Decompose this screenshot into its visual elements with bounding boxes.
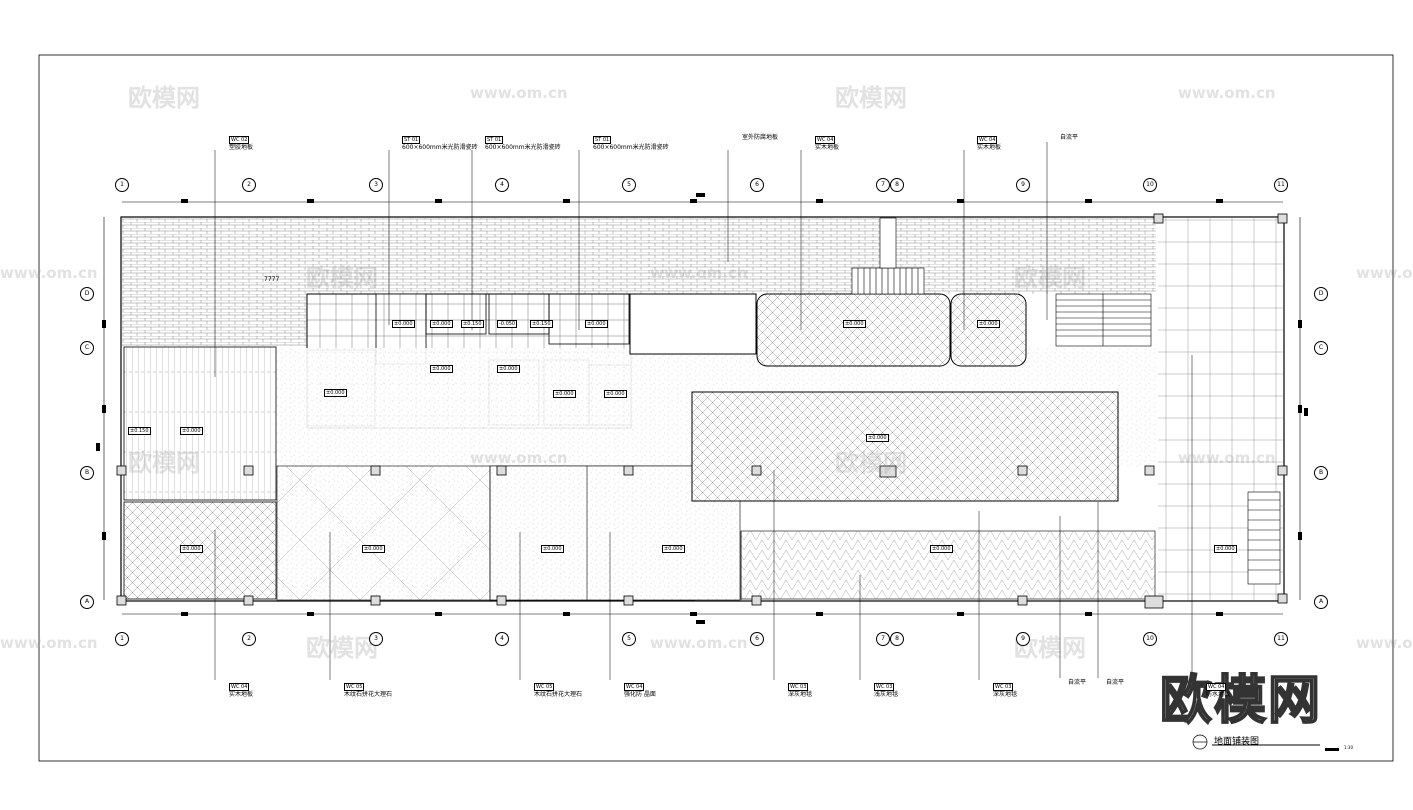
drawing-title: 地面铺装图	[1214, 737, 1260, 747]
material-tag: WC 04	[624, 683, 645, 691]
material-label: 实木地板	[229, 691, 254, 698]
axis-bubble-top: 11	[1274, 178, 1288, 192]
axis-bubble-bottom: 7	[876, 632, 890, 646]
material-label: 强化防 晶面	[624, 691, 656, 698]
elevation-mark: ±0.000	[541, 545, 564, 553]
material-label: 木纹石拼花大理石	[344, 691, 393, 698]
material-tag: WC 05	[344, 683, 365, 691]
logo-watermark: 欧模网	[1159, 670, 1323, 732]
axis-bubble-left: A	[80, 595, 94, 609]
elevation-mark: ±0.150	[461, 320, 484, 328]
material-tag: WC 02	[229, 136, 250, 144]
elevation-mark: ±0.000	[553, 390, 576, 398]
elevation-mark: ±0.000	[585, 320, 608, 328]
material-tag: WC 05	[534, 683, 555, 691]
axis-bubble-top: 2	[242, 178, 256, 192]
axis-bubble-right: A	[1314, 595, 1328, 609]
elevation-mark: ±0.000	[843, 320, 866, 328]
elevation-mark: ±0.000	[497, 365, 520, 373]
material-tag: ST 01	[485, 136, 504, 144]
axis-bubble-top: 9	[1016, 178, 1030, 192]
axis-bubble-right: D	[1314, 287, 1328, 301]
elevation-mark: ±0.000	[180, 427, 203, 435]
axis-bubble-top: 6	[750, 178, 764, 192]
elevation-mark: ±0.150	[530, 320, 553, 328]
deck-mark: 7777	[264, 276, 280, 283]
axis-bubble-top: 10	[1143, 178, 1157, 192]
axis-bubble-bottom: 4	[495, 632, 509, 646]
elevation-mark: ±0.000	[930, 545, 953, 553]
elevation-mark: ±0.000	[430, 320, 453, 328]
elevation-mark: ±0.000	[392, 320, 415, 328]
elevation-mark: ±0.000	[324, 389, 347, 397]
material-tag: WC 04	[815, 136, 836, 144]
material-tag: WC 03	[993, 683, 1014, 691]
material-tag: ST 01	[593, 136, 612, 144]
material-label: 塑胶地板	[229, 144, 254, 151]
material-label: 实木地板	[815, 144, 840, 151]
elevation-mark: ±0.000	[977, 320, 1000, 328]
axis-bubble-bottom: 9	[1016, 632, 1030, 646]
material-label: 600×600mm米光防滑瓷砖	[402, 144, 478, 151]
axis-bubble-top: 8	[890, 178, 904, 192]
axis-bubble-right: C	[1314, 341, 1328, 355]
material-label: 深灰地毯	[993, 691, 1018, 698]
axis-bubble-top: 1	[115, 178, 129, 192]
elevation-mark: -0.050	[497, 320, 518, 328]
axis-bubble-bottom: 11	[1274, 632, 1288, 646]
material-tag: WC 03	[788, 683, 809, 691]
elevation-mark: ±0.000	[866, 434, 889, 442]
elevation-mark: ±0.000	[1214, 545, 1237, 553]
elevation-mark: ±0.000	[662, 545, 685, 553]
axis-bubble-top: 3	[369, 178, 383, 192]
material-label: 实木地板	[977, 144, 1002, 151]
axis-bubble-bottom: 2	[242, 632, 256, 646]
material-label: 600×600mm米光防滑瓷砖	[485, 144, 561, 151]
material-label: 自流平	[1068, 679, 1087, 686]
material-tag: WC 04	[977, 136, 998, 144]
axis-bubble-bottom: 8	[890, 632, 904, 646]
axis-bubble-bottom: 6	[750, 632, 764, 646]
material-label: 600×600mm米光防滑瓷砖	[593, 144, 669, 151]
elevation-mark: ±0.000	[180, 545, 203, 553]
elevation-mark: ±0.000	[430, 365, 453, 373]
axis-bubble-left: B	[80, 466, 94, 480]
material-tag: WC 04	[1206, 683, 1227, 691]
material-label: 木纹石拼花大理石	[534, 691, 583, 698]
axis-bubble-bottom: 3	[369, 632, 383, 646]
material-label: 深灰地毯	[788, 691, 813, 698]
axis-bubble-left: C	[80, 341, 94, 355]
material-label: 浅灰地毯	[874, 691, 899, 698]
axis-bubble-top: 4	[495, 178, 509, 192]
elevation-mark: ±0.000	[604, 390, 627, 398]
material-label: 自流平	[1106, 679, 1125, 686]
material-tag: WC 03	[874, 683, 895, 691]
axis-bubble-top: 7	[876, 178, 890, 192]
axis-bubble-left: D	[80, 287, 94, 301]
axis-bubble-right: B	[1314, 466, 1328, 480]
elevation-mark: ±0.150	[128, 427, 151, 435]
material-label: 自流平	[1060, 134, 1079, 141]
axis-bubble-bottom: 1	[115, 632, 129, 646]
axis-bubble-top: 5	[622, 178, 636, 192]
axis-bubble-bottom: 10	[1143, 632, 1157, 646]
material-tag: WC 04	[229, 683, 250, 691]
material-tag: ST 01	[402, 136, 421, 144]
drawing-scale: 1:30	[1344, 745, 1353, 750]
material-label: 防水地板	[1206, 691, 1231, 698]
elevation-mark: ±0.000	[362, 545, 385, 553]
axis-bubble-bottom: 5	[622, 632, 636, 646]
material-label: 室外防腐地板	[742, 134, 779, 141]
